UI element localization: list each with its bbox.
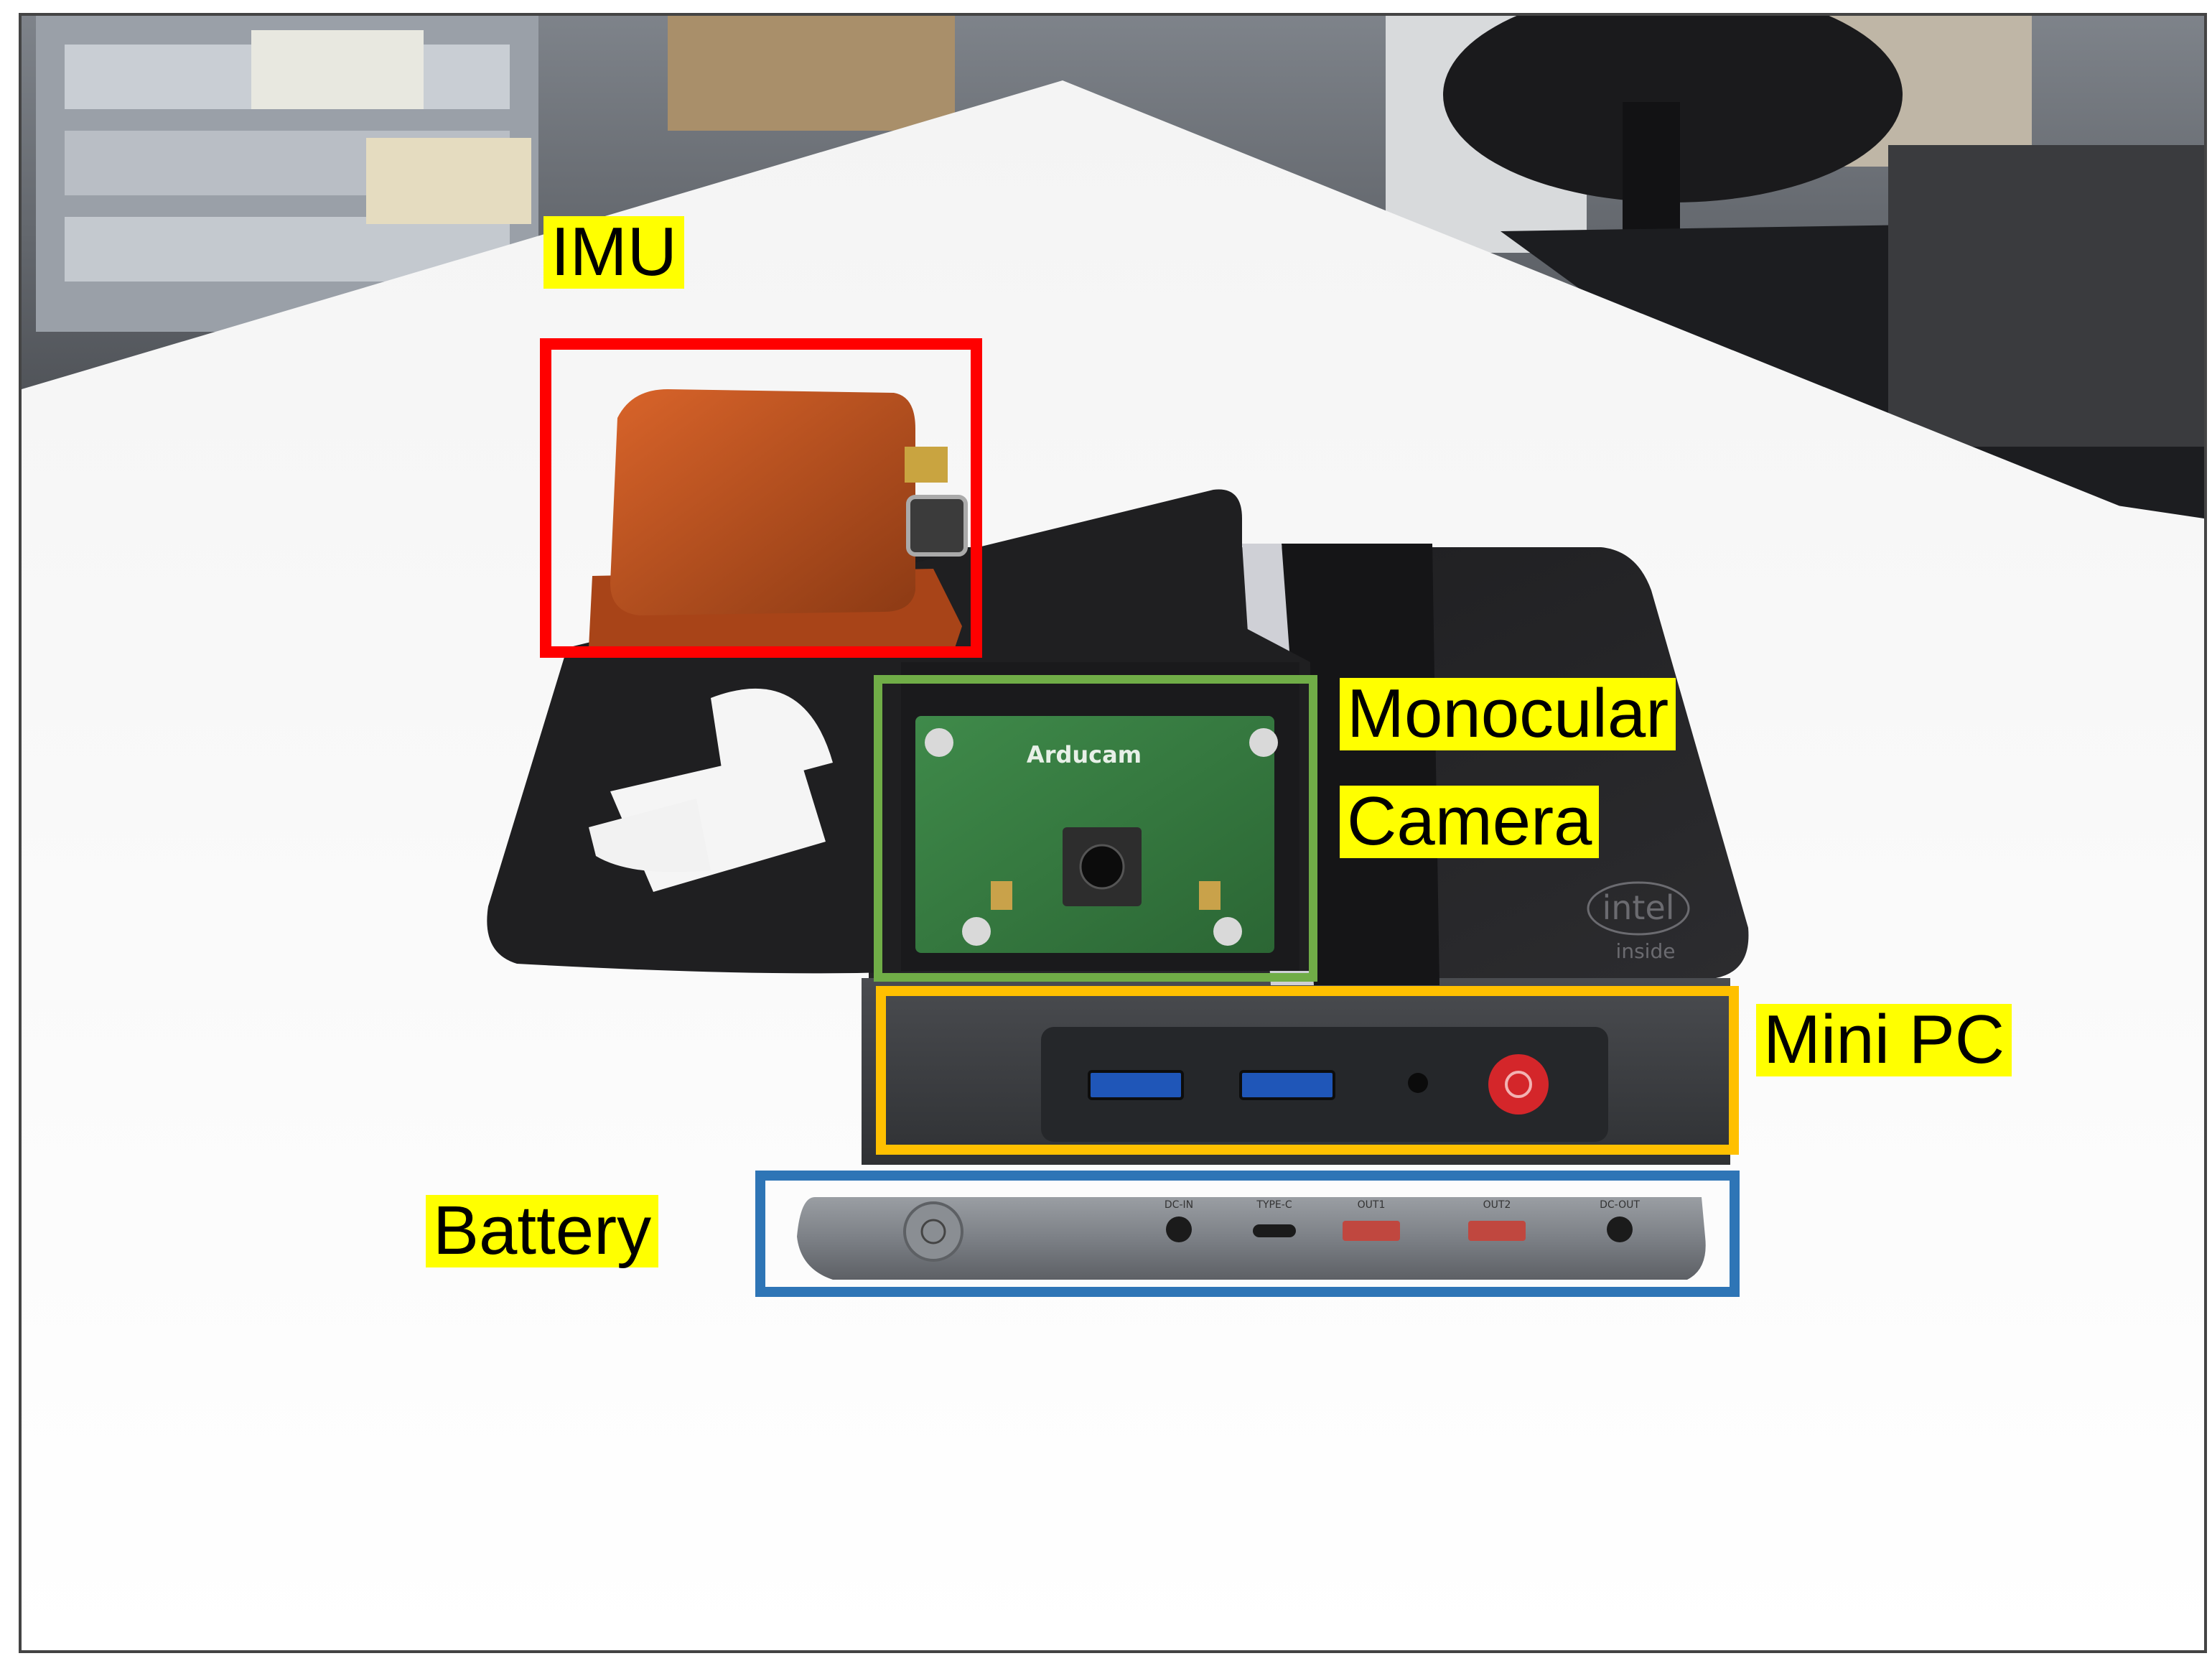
intel-logo-ring [1587,881,1690,936]
mount-plate-cutout [711,688,833,791]
pcb-component [991,881,1012,910]
battery-port-label: OUT2 [1483,1199,1511,1211]
pcb-mount-hole [962,917,991,946]
imu-connector [905,447,948,483]
imu-body [610,389,915,615]
camera-label-line2: Camera [1340,785,1600,858]
shelf-box [251,30,424,109]
camera-board-brand: Arducam [1027,741,1142,768]
mini-pc-audio-jack [1408,1073,1428,1093]
battery-body [797,1197,1706,1280]
imu-connector [906,495,968,557]
intel-inside: inside [1616,939,1676,963]
mini-pc-label: Mini PC [1756,1003,2012,1076]
battery-port-label: OUT1 [1358,1199,1386,1211]
battery-out2-port [1468,1221,1526,1241]
battery-power-symbol [920,1219,946,1244]
camera-lens [1079,844,1125,890]
battery-out1-port [1343,1221,1400,1241]
battery-typec-port [1253,1224,1296,1237]
mini-pc-power-symbol [1505,1071,1532,1098]
pcb-component [1199,881,1221,910]
imu-label: IMU [543,215,684,289]
battery-highlight-box [755,1171,1740,1297]
mount-plate-cutout [589,799,711,873]
pcb-mount-hole [1249,728,1278,757]
camera-label-line1: Monocular [1340,677,1676,750]
battery-port-label: DC-IN [1165,1199,1193,1211]
battery-port-label: DC-OUT [1600,1199,1640,1211]
intel-logo: intel [1602,888,1674,927]
battery-power-button [903,1201,963,1262]
photo-frame: DC-IN TYPE-C OUT1 OUT2 DC-OUT intel insi… [19,13,2207,1653]
battery-label: Battery [426,1194,659,1267]
wooden-desk [668,16,955,131]
mini-pc-highlight-box [876,986,1739,1155]
imu-highlight-box [540,338,982,658]
battery-dc-out-port [1607,1216,1633,1242]
battery-port-label: TYPE-C [1256,1199,1292,1211]
pcb-mount-hole [1213,917,1242,946]
mini-pc-power-button [1488,1054,1549,1115]
mini-pc-usb-port [1239,1070,1335,1100]
battery-dc-in-port [1166,1216,1192,1242]
shelf-box [366,138,531,224]
pcb-mount-hole [925,728,953,757]
floor [1888,145,2204,447]
velcro-strap [1282,544,1439,985]
mini-pc-usb-port [1088,1070,1184,1100]
camera-highlight-box [874,675,1317,982]
